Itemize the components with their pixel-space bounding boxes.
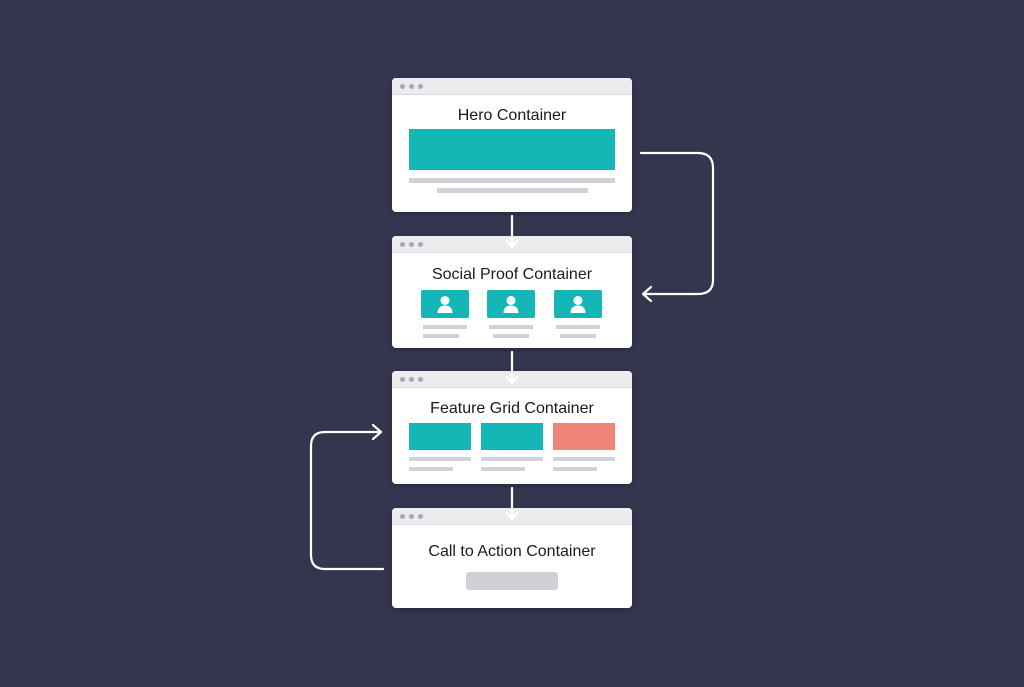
hero-text-line [437, 188, 588, 193]
hero-text-line [409, 178, 615, 183]
feature-tile [409, 423, 471, 450]
feature-grid-container-card: Feature Grid Container [392, 371, 632, 484]
social-proof-container-card: Social Proof Container [392, 236, 632, 348]
window-dot-icon [418, 376, 423, 382]
testimonial-avatar [554, 290, 602, 318]
window-titlebar [392, 78, 632, 95]
testimonial-text-line [423, 334, 459, 338]
hero-banner-block [409, 129, 615, 170]
loop-arrow-left [309, 423, 385, 571]
window-dot-icon [418, 241, 423, 247]
feature-text-line [553, 457, 615, 461]
feature-text-line [409, 457, 471, 461]
testimonial-avatar [421, 290, 469, 318]
testimonial-text-line [560, 334, 596, 338]
window-titlebar [392, 236, 632, 253]
testimonial-text-line [489, 325, 533, 329]
user-avatar-icon [503, 296, 519, 313]
window-dot-icon [409, 241, 414, 247]
window-dot-icon [400, 513, 405, 519]
window-dot-icon [418, 513, 423, 519]
window-dot-icon [409, 83, 414, 89]
card-title: Call to Action Container [428, 543, 596, 560]
feature-text-line [481, 457, 543, 461]
testimonial-text-line [423, 325, 467, 329]
testimonial-text-line [493, 334, 529, 338]
feature-text-line [553, 467, 597, 471]
cta-button-placeholder [466, 572, 558, 590]
card-title: Social Proof Container [431, 266, 593, 283]
window-dot-icon [400, 241, 405, 247]
feature-tile [481, 423, 543, 450]
window-dot-icon [400, 83, 405, 89]
feature-text-line [409, 467, 453, 471]
window-dot-icon [409, 513, 414, 519]
user-avatar-icon [437, 296, 453, 313]
window-dot-icon [400, 376, 405, 382]
user-avatar-icon [570, 296, 586, 313]
hero-container-card: Hero Container [392, 78, 632, 212]
card-title: Hero Container [457, 107, 567, 124]
feature-tile-highlight [553, 423, 615, 450]
loop-arrow-right [639, 151, 715, 303]
card-title: Feature Grid Container [430, 400, 594, 417]
testimonial-text-line [556, 325, 600, 329]
window-titlebar [392, 371, 632, 388]
feature-text-line [481, 467, 525, 471]
window-dot-icon [418, 83, 423, 89]
testimonial-avatar [487, 290, 535, 318]
window-titlebar [392, 508, 632, 525]
cta-container-card: Call to Action Container [392, 508, 632, 608]
window-dot-icon [409, 376, 414, 382]
